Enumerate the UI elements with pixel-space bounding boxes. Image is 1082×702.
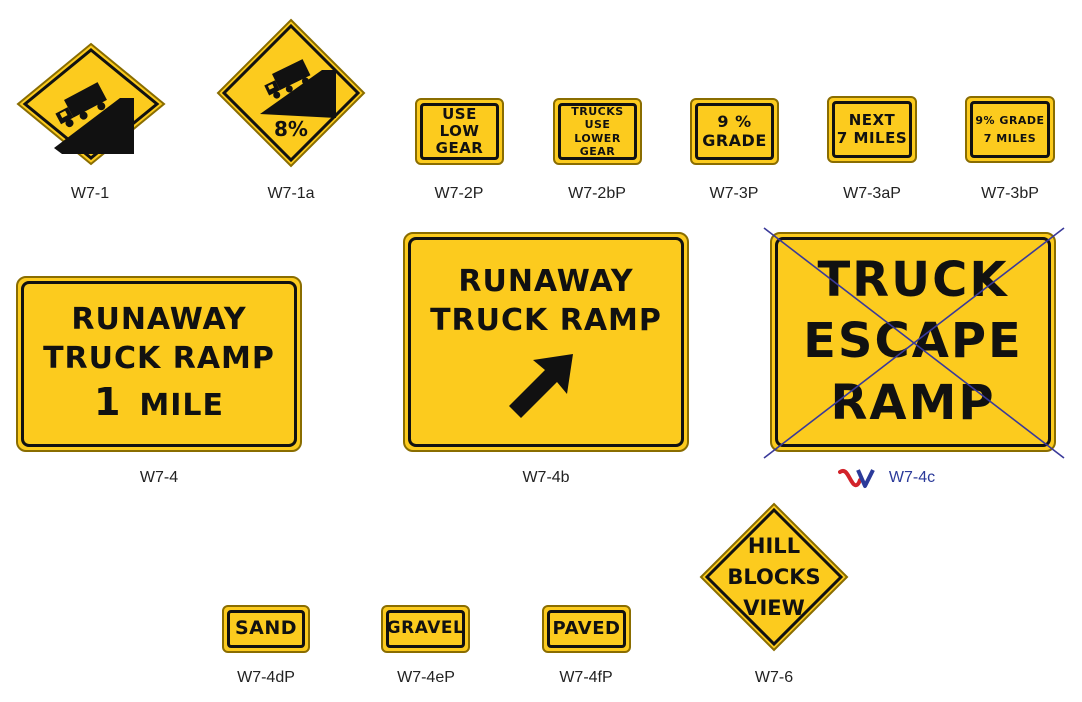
sign-w7-3ap: NEXT 7 MILES (827, 96, 917, 163)
sign-line: SAND (234, 617, 298, 640)
sign-code-w7-3p: W7-3P (709, 185, 759, 202)
sign-w7-4b: RUNAWAY TRUCK RAMP (403, 232, 689, 452)
sign-w7-6: HILL BLOCKS VIEW (699, 502, 849, 652)
sign-code-w7-4: W7-4 (139, 469, 179, 486)
sign-line: 9 % (717, 112, 752, 132)
sign-line: RUNAWAY (71, 302, 247, 338)
sign-w7-1a: 8% (216, 18, 366, 168)
sign-line: VIEW (743, 596, 805, 620)
truck-on-downgrade-icon (260, 59, 336, 118)
diagonal-arrow-icon (509, 354, 573, 418)
sign-line: GEAR (435, 139, 484, 158)
sign-line: 7 MILES (983, 131, 1037, 145)
sign-line: PAVED (552, 617, 621, 639)
sign-code-w7-2p: W7-2P (434, 185, 484, 202)
sign-code-w7-3ap: W7-3aP (843, 185, 901, 202)
nv-logo-icon (838, 469, 875, 488)
sign-code-w7-4dp: W7-4dP (237, 669, 295, 686)
sign-code-w7-4ep: W7-4eP (397, 669, 455, 686)
sign-line: USE LOW (439, 104, 480, 140)
sign-code-w7-1a: W7-1a (267, 185, 315, 202)
sign-line: TRUCK RAMP (430, 303, 662, 338)
sign-line: GRAVEL (386, 618, 465, 639)
sign-line: GEAR (579, 144, 616, 158)
sign-w7-4dp: SAND (222, 605, 310, 653)
sign-w7-4: RUNAWAY TRUCK RAMP 1 MILE (16, 276, 302, 452)
sign-code-w7-1: W7-1 (70, 185, 110, 202)
sign-line: GRADE (702, 130, 767, 150)
sign-line: TRUCK RAMP (43, 341, 275, 377)
sign-line: RUNAWAY (458, 264, 634, 299)
sign-line: NEXT (848, 111, 896, 130)
sign-w7-4fp: PAVED (542, 605, 631, 653)
sign-line: 7 MILES (836, 128, 908, 147)
sign-w7-1 (16, 42, 166, 166)
sign-code-w7-4c: W7-4c (888, 469, 936, 486)
sign-line: HILL (748, 534, 800, 558)
distance-number: 1 (93, 380, 122, 425)
sign-line: USE LOWER (574, 118, 621, 145)
sign-line: TRUCK (817, 251, 1009, 308)
grade-percent-text: 8% (274, 117, 308, 141)
distance-line: 1 MILE (94, 378, 224, 427)
sign-line: 9% GRADE (975, 113, 1045, 127)
truck-on-downgrade-icon (54, 82, 134, 154)
sign-code-w7-2bp: W7-2bP (568, 185, 626, 202)
sign-w7-3bp: 9% GRADE 7 MILES (965, 96, 1055, 163)
distance-unit: MILE (139, 388, 225, 424)
sign-w7-2bp: TRUCKS USE LOWER GEAR (553, 98, 642, 165)
sign-line: TRUCKS (571, 105, 624, 119)
sign-w7-4ep: GRAVEL (381, 605, 470, 653)
sign-code-w7-4b: W7-4b (522, 469, 570, 486)
sign-code-w7-4fp: W7-4fP (559, 669, 613, 686)
sign-code-w7-3bp: W7-3bP (981, 185, 1039, 202)
sign-code-w7-6: W7-6 (754, 669, 794, 686)
sign-line: BLOCKS (727, 565, 820, 589)
sign-w7-3p: 9 % GRADE (690, 98, 779, 165)
sign-w7-2p: USE LOW GEAR (415, 98, 504, 165)
